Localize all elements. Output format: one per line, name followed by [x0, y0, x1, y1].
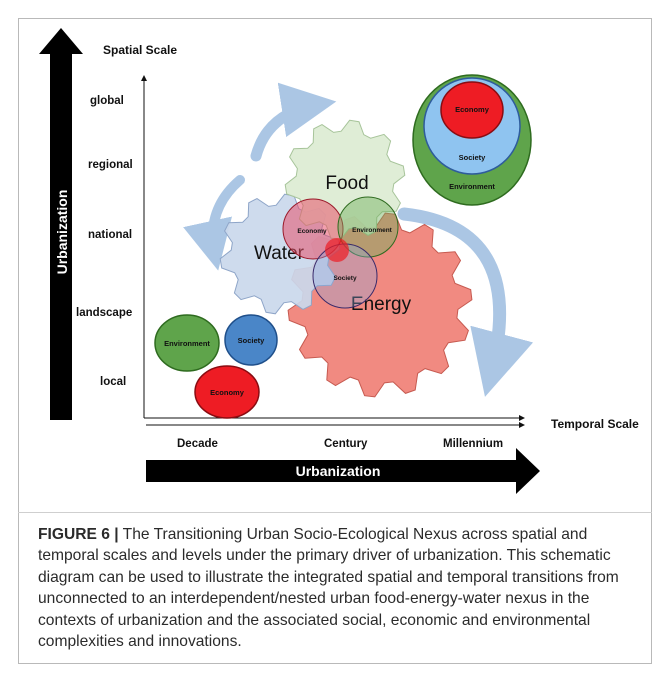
vertical-urbanization-label: Urbanization: [54, 190, 70, 275]
temporal-level-millennium: Millennium: [443, 438, 503, 450]
cycle-arrows: [183, 82, 534, 397]
temporal-scale-title: Temporal Scale: [551, 417, 639, 431]
overlap-economy-label: Economy: [297, 228, 327, 235]
separate-economy-label: Economy: [210, 388, 245, 397]
gear-label-food: Food: [325, 173, 368, 194]
separate-society-circle: [224, 314, 278, 366]
caption-text: The Transitioning Urban Socio-Ecological…: [38, 526, 619, 651]
spatial-scale-title: Spatial Scale: [103, 43, 177, 57]
figure-frame: [18, 18, 652, 664]
temporal-level-decade: Decade: [177, 438, 218, 450]
arrow-water-to-food: [250, 82, 337, 162]
nested-economy-ellipse: [440, 81, 504, 139]
temporal-level-century: Century: [324, 438, 368, 450]
figure-label: FIGURE 6 |: [38, 526, 119, 543]
overlap-red-core: [325, 238, 349, 262]
temporal-levels: Decade Century Millennium: [177, 438, 503, 450]
figure-caption: FIGURE 6 | The Transitioning Urban Socio…: [38, 524, 638, 652]
nested-circles: [412, 74, 532, 206]
spatial-level-landscape: landscape: [76, 307, 132, 319]
nexus-diagram: Urbanization Urbanization Spatial Scale …: [39, 28, 639, 494]
overlap-environment-label: Environment: [352, 227, 393, 234]
spatial-level-national: national: [88, 229, 132, 241]
separate-economy-circle: [194, 365, 260, 419]
separate-society-label: Society: [238, 336, 266, 345]
separate-circles: [154, 314, 278, 419]
overlap-society-label: Society: [333, 275, 357, 282]
nested-society-label: Society: [459, 153, 487, 162]
overlap-environment-circle: [337, 196, 399, 258]
horizontal-urbanization-arrow: [146, 448, 540, 494]
gear-label-energy: Energy: [351, 294, 412, 315]
vertical-urbanization-arrow: [39, 28, 83, 420]
spatial-level-local: local: [100, 376, 126, 388]
spatial-level-regional: regional: [88, 159, 133, 171]
horizontal-urbanization-label: Urbanization: [296, 463, 381, 479]
spatial-level-global: global: [90, 95, 124, 107]
arrow-food-to-water: [183, 175, 245, 271]
nested-economy-label: Economy: [455, 105, 490, 114]
nested-environment-label: Environment: [449, 182, 495, 191]
separate-environment-circle: [154, 314, 220, 372]
caption-divider: [18, 512, 652, 513]
interdependent-circles: [282, 196, 399, 309]
spatial-levels: global regional national landscape local: [76, 95, 133, 388]
separate-environment-label: Environment: [164, 339, 210, 348]
arrow-energy-sweep: [397, 207, 534, 397]
